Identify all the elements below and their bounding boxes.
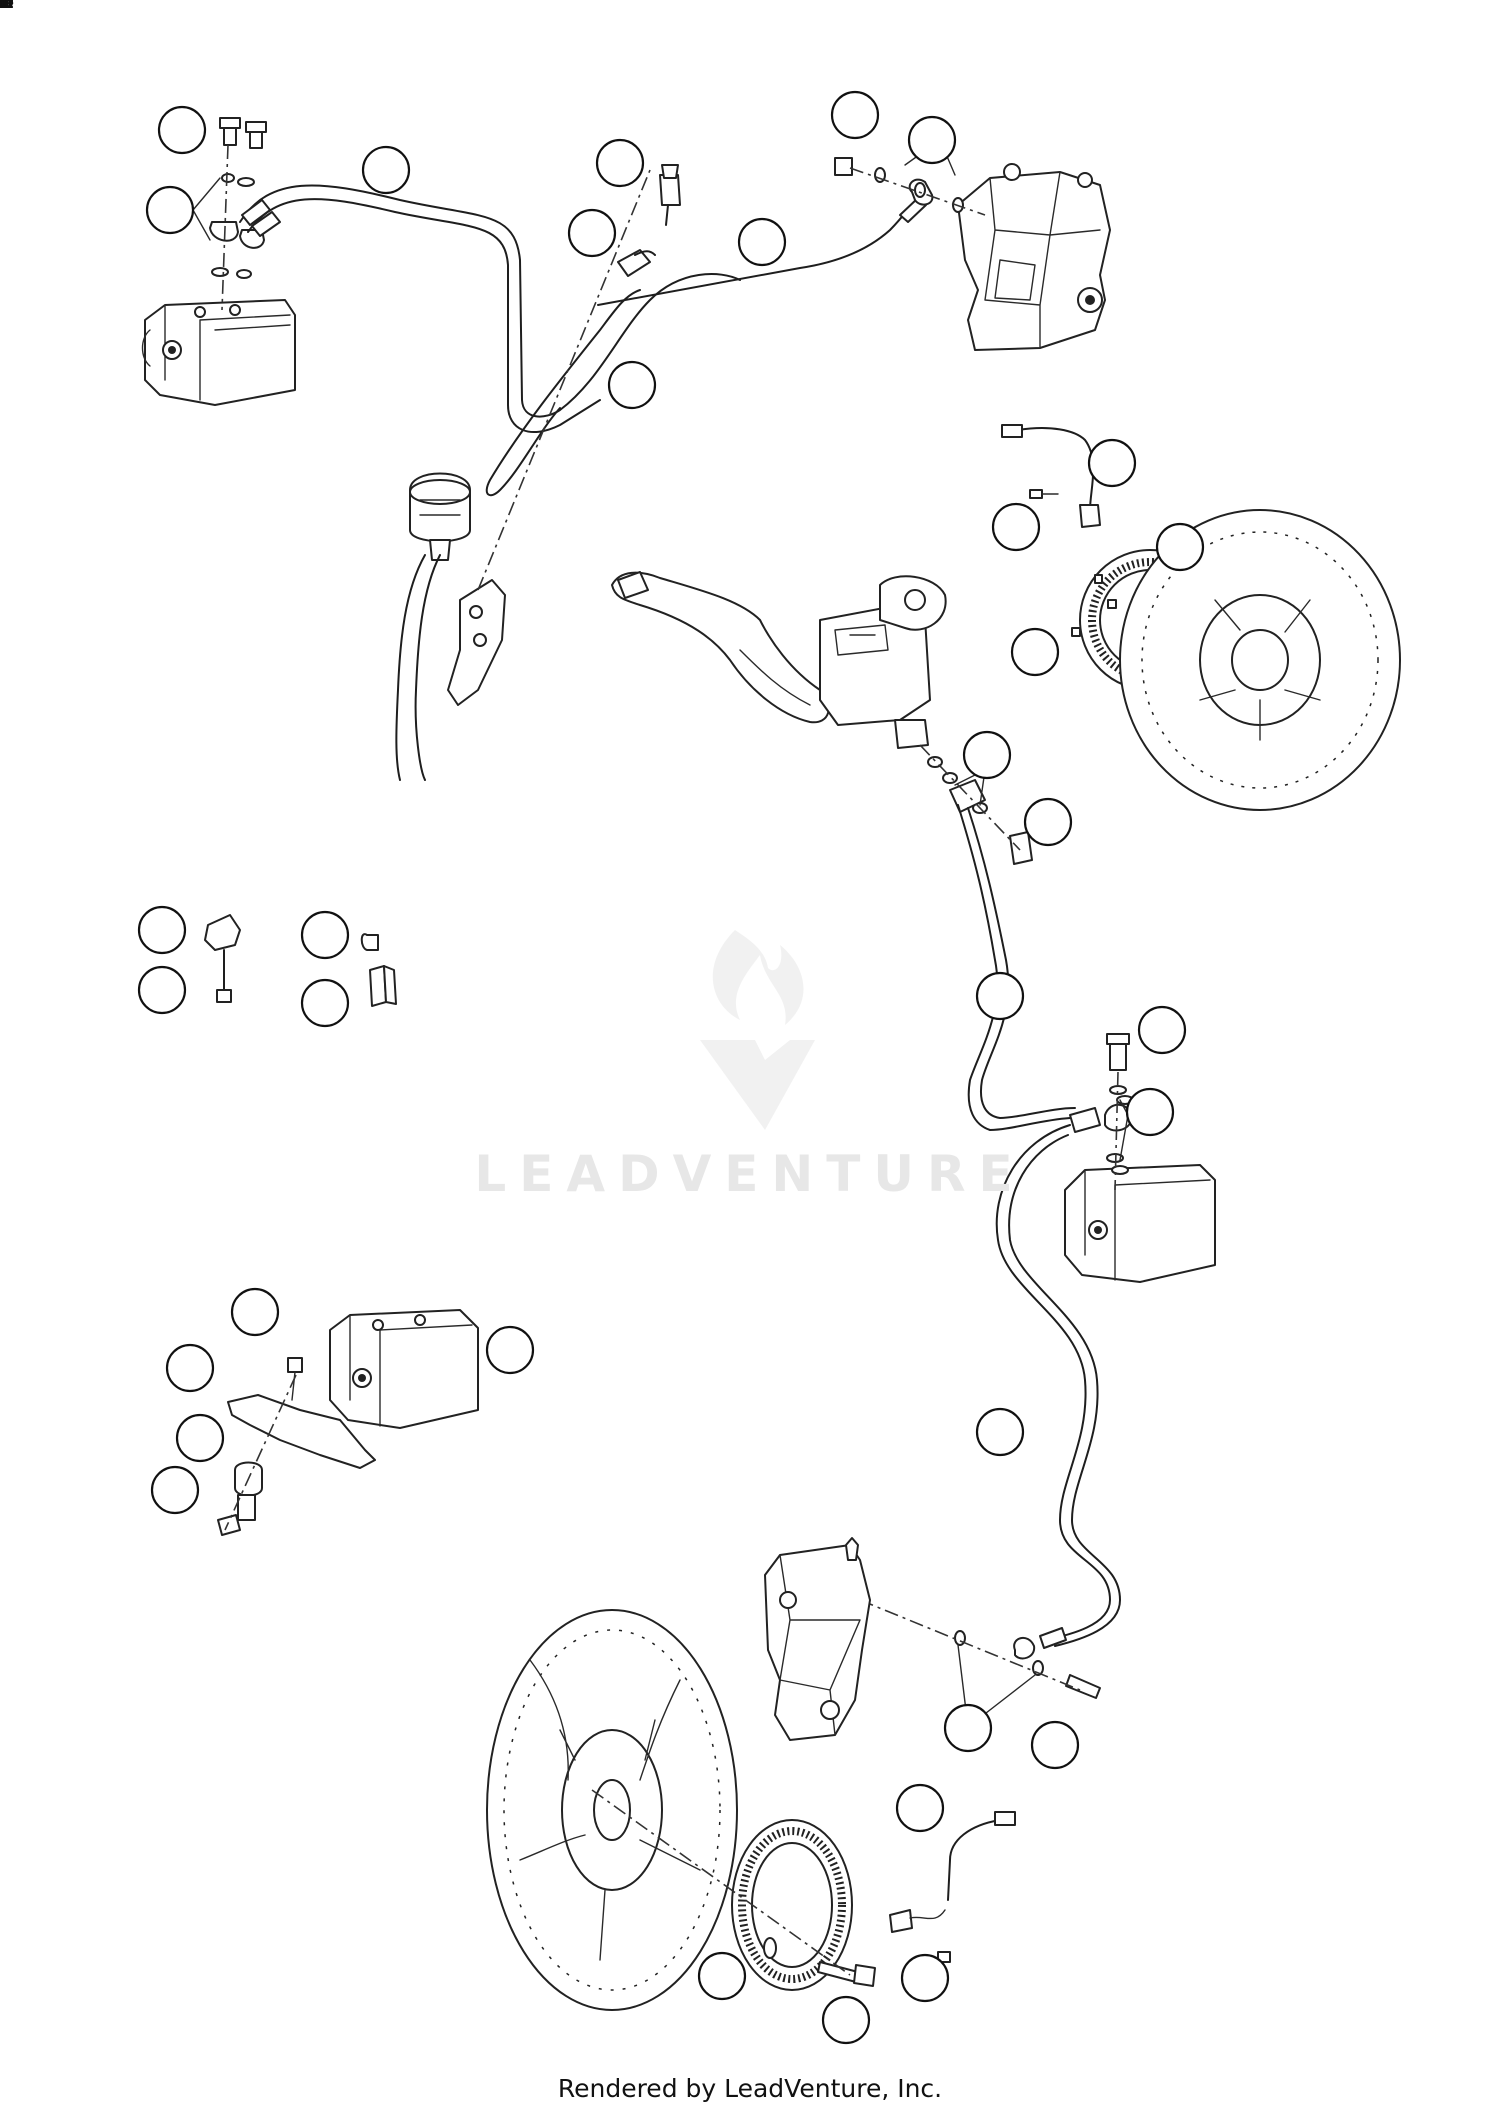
- callout-20: 20: [0, 0, 187, 1015]
- callout-10: 10: [0, 0, 747, 2001]
- svg-text:7: 7: [0, 0, 7, 14]
- callout-8: 8: [0, 0, 1025, 1021]
- abs-unit-upper-left: [141, 299, 296, 406]
- brake-line-9: [859, 1124, 1121, 1699]
- callout-6-f: 6: [0, 0, 1175, 1137]
- callout-6-g: 6: [0, 0, 993, 1753]
- callout-2: 2: [0, 0, 215, 1393]
- svg-text:20: 20: [0, 0, 14, 14]
- svg-text:6: 6: [0, 0, 7, 14]
- callout-6-d: 6: [0, 0, 957, 165]
- callout-7-d: 7: [0, 0, 1187, 1055]
- callout-12-b: 12: [0, 0, 945, 1833]
- callout-6-e: 6: [0, 0, 1012, 780]
- svg-text:7: 7: [0, 0, 7, 14]
- callout-15: 15: [0, 0, 787, 267]
- callout-17: 17: [0, 0, 1205, 572]
- svg-text:8: 8: [0, 0, 7, 14]
- callout-13-b: 13: [0, 0, 950, 2003]
- svg-text:6: 6: [0, 0, 7, 14]
- callout-18: 18: [0, 0, 1060, 677]
- fitting-16: [617, 164, 681, 277]
- callout-22: 22: [0, 0, 350, 1028]
- callout-1: 1: [0, 0, 535, 1375]
- svg-text:15: 15: [0, 0, 14, 14]
- svg-text:18: 18: [0, 0, 14, 14]
- brake-line-8: [957, 804, 1076, 1131]
- callout-7-b: 7: [0, 0, 880, 140]
- svg-text:21: 21: [0, 0, 14, 14]
- speed-sensor-upper: [1001, 424, 1101, 528]
- abs-unit-1: [217, 1309, 479, 1536]
- svg-text:11: 11: [0, 0, 13, 14]
- svg-text:12: 12: [0, 0, 14, 14]
- rear-master-cylinder: [395, 169, 651, 781]
- watermark-logo: [700, 930, 815, 1130]
- svg-text:19: 19: [0, 0, 14, 14]
- svg-text:6: 6: [0, 0, 7, 14]
- svg-text:4: 4: [0, 0, 7, 14]
- callout-13-a: 13: [0, 0, 1041, 552]
- caliper-lower: [764, 1537, 871, 1741]
- callout-3: 3: [0, 0, 280, 1337]
- callout-11: 11: [0, 0, 871, 2045]
- callout-5: 5: [0, 0, 200, 1515]
- svg-text:16: 16: [0, 0, 14, 14]
- front-master-cylinder-lever: [611, 571, 1033, 865]
- callout-19: 19: [0, 0, 187, 955]
- watermark-text: LEADVENTURE: [474, 1145, 1026, 1203]
- svg-text:2: 2: [0, 0, 7, 14]
- caliper-upper-right: [834, 157, 1111, 351]
- svg-text:9: 9: [0, 0, 7, 14]
- callout-6-a: 6: [0, 0, 195, 235]
- svg-text:6: 6: [0, 0, 7, 14]
- svg-text:17: 17: [0, 0, 14, 14]
- callout-14: 14: [0, 0, 411, 195]
- speed-sensor-lower: [889, 1811, 1016, 1963]
- tone-ring-lower: [591, 1789, 876, 1991]
- brake-disc-upper: [1119, 509, 1401, 811]
- callout-6-c: 6: [0, 0, 657, 410]
- callout-9: 9: [0, 0, 1025, 1457]
- svg-text:3: 3: [0, 0, 7, 14]
- parts-19-22: [204, 914, 397, 1007]
- svg-text:6: 6: [0, 0, 7, 14]
- svg-text:6: 6: [0, 0, 7, 14]
- svg-text:13: 13: [0, 0, 14, 14]
- svg-text:10: 10: [0, 0, 14, 14]
- upper-left-fittings: [209, 117, 267, 311]
- callout-21: 21: [0, 0, 350, 960]
- svg-text:7: 7: [0, 0, 7, 14]
- callout-6-b: 6: [0, 0, 617, 258]
- svg-text:7: 7: [0, 0, 7, 14]
- svg-text:14: 14: [0, 0, 14, 14]
- callout-16: 16: [0, 0, 645, 188]
- brake-line-14: [239, 184, 741, 497]
- brake-disc-lower: [486, 1609, 738, 2011]
- callout-12-a: 12: [0, 0, 1137, 488]
- svg-text:5: 5: [0, 0, 7, 14]
- callout-7-e: 7: [0, 0, 1080, 1770]
- svg-text:22: 22: [0, 0, 14, 14]
- svg-text:13: 13: [0, 0, 14, 14]
- callout-4: 4: [0, 0, 225, 1463]
- callout-7-a: 7: [0, 0, 207, 155]
- svg-text:6: 6: [0, 0, 7, 14]
- svg-text:7: 7: [0, 0, 7, 14]
- svg-text:1: 1: [0, 0, 7, 14]
- svg-text:12: 12: [0, 0, 14, 14]
- footer-credit: Rendered by LeadVenture, Inc.: [557, 2074, 943, 2103]
- callout-7-c: 7: [0, 0, 1073, 847]
